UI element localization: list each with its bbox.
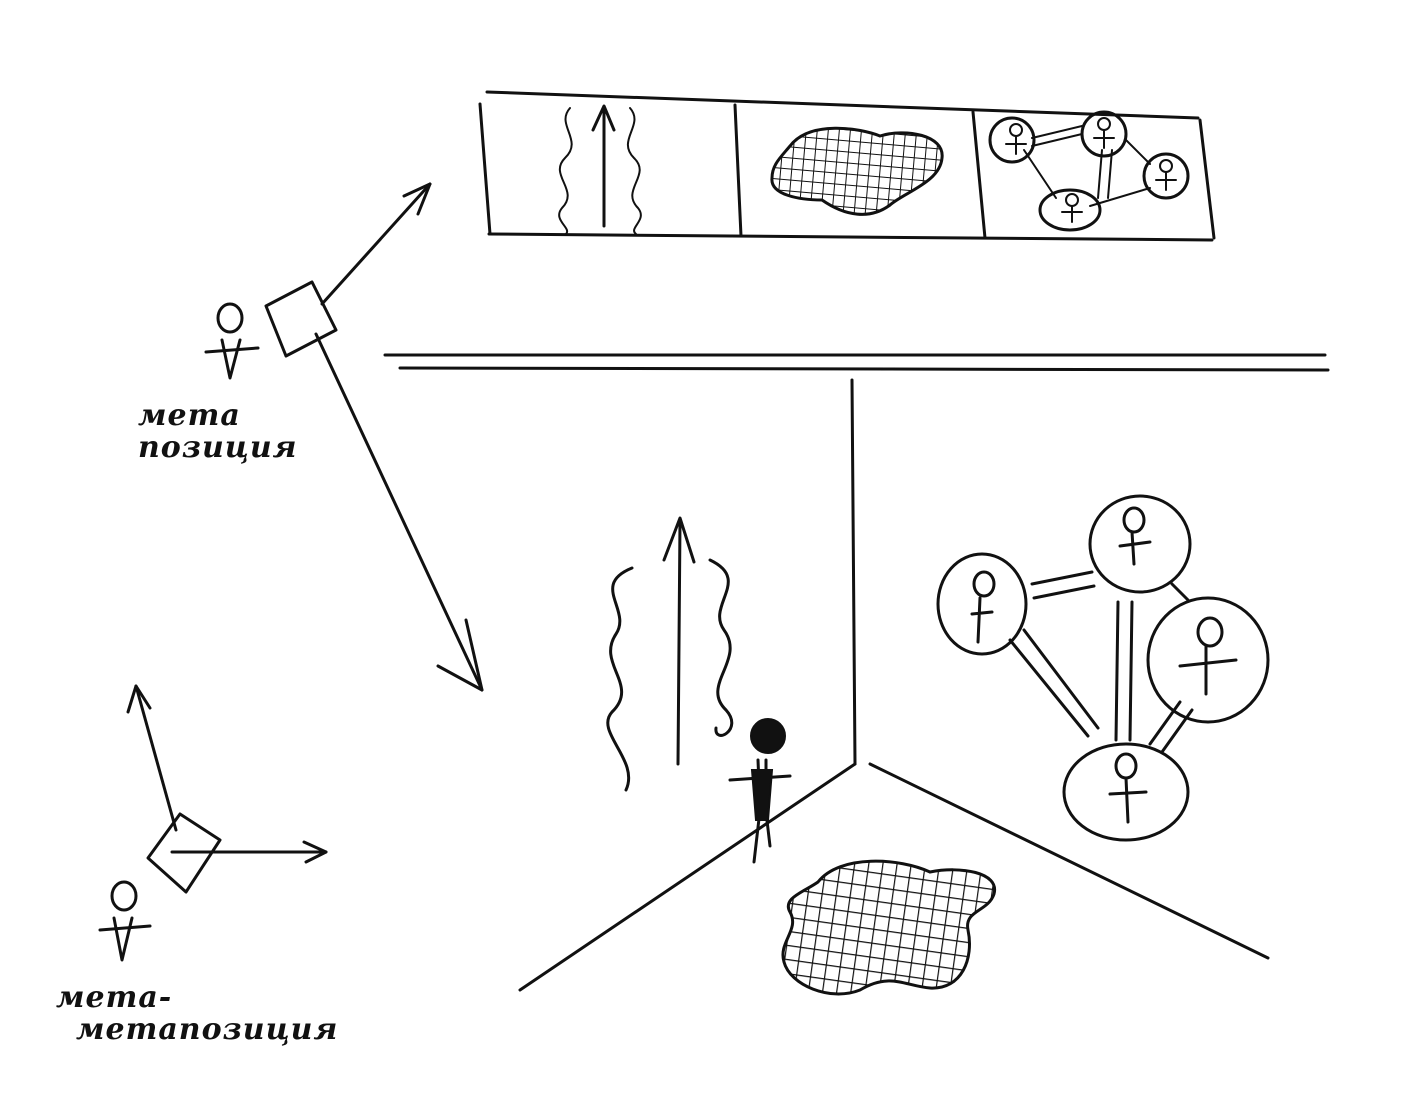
- meta-position-figure: [204, 182, 484, 692]
- separator-line: [383, 353, 1330, 372]
- meta-position-line-1: мета: [138, 398, 241, 433]
- stick-figure-icon: [98, 880, 152, 962]
- meta-position-line-2: позиция: [138, 429, 298, 465]
- meta-meta-position-figure: [98, 684, 328, 962]
- hatched-blob-icon: [781, 859, 996, 996]
- stick-figure-icon: [204, 302, 260, 380]
- frame-icon: [264, 280, 338, 358]
- frame-icon: [146, 812, 222, 894]
- top-panel-strip: [478, 90, 1216, 242]
- meta-meta-position-line-1: мета-: [56, 980, 173, 1015]
- meta-position-label: мета позиция: [138, 400, 298, 463]
- people-network-icon: [936, 494, 1270, 842]
- arrow-icon: [314, 332, 484, 692]
- meta-meta-position-line-2: метапозиция: [76, 1011, 339, 1047]
- arrow-icon: [320, 182, 432, 306]
- wavy-arrow-icon: [606, 516, 734, 792]
- people-network-icon: [988, 110, 1190, 232]
- wavy-arrow-icon: [558, 104, 642, 235]
- hatched-blob-icon: [770, 126, 944, 216]
- meta-meta-position-label: мета- метапозиция: [56, 982, 338, 1045]
- arrow-icon: [126, 684, 178, 832]
- room-corner: [518, 378, 1270, 992]
- stick-figure-icon: [728, 718, 792, 864]
- arrow-icon: [170, 840, 328, 864]
